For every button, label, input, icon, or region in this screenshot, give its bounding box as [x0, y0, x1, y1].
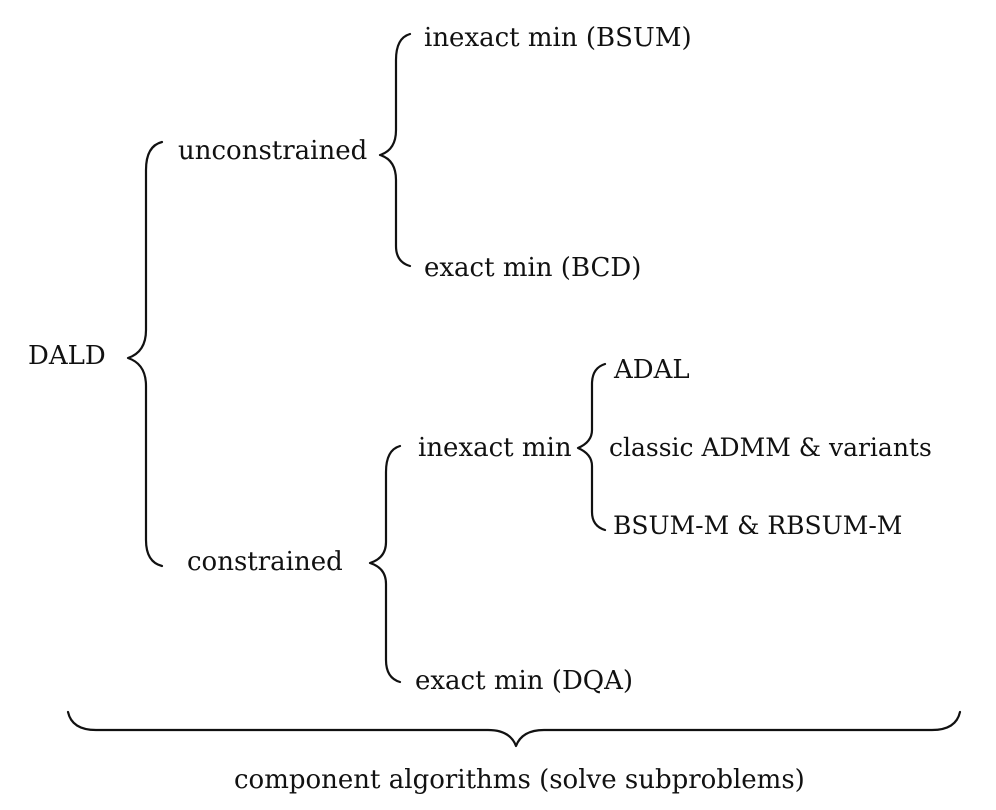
footer-brace — [66, 710, 962, 748]
constrained-brace — [368, 444, 402, 684]
admm-label: classic ADMM & variants — [609, 433, 932, 462]
unconstrained-label: unconstrained — [178, 136, 368, 166]
constrained-exact-label: exact min (DQA) — [415, 666, 634, 696]
unconstrained-exact-label: exact min (BCD) — [424, 253, 642, 283]
unconstrained-brace — [378, 32, 412, 268]
adal-label: ADAL — [614, 355, 690, 385]
footer-label: component algorithms (solve subproblems) — [234, 765, 805, 795]
unconstrained-inexact-label: inexact min (BSUM) — [424, 23, 692, 53]
inexact-min-brace — [576, 362, 607, 532]
root-brace — [126, 140, 164, 568]
constrained-inexact-label: inexact min — [418, 433, 572, 463]
constrained-label: constrained — [187, 547, 343, 577]
bsum-m-label: BSUM-M & RBSUM-M — [613, 511, 903, 540]
root-label: DALD — [28, 341, 106, 371]
